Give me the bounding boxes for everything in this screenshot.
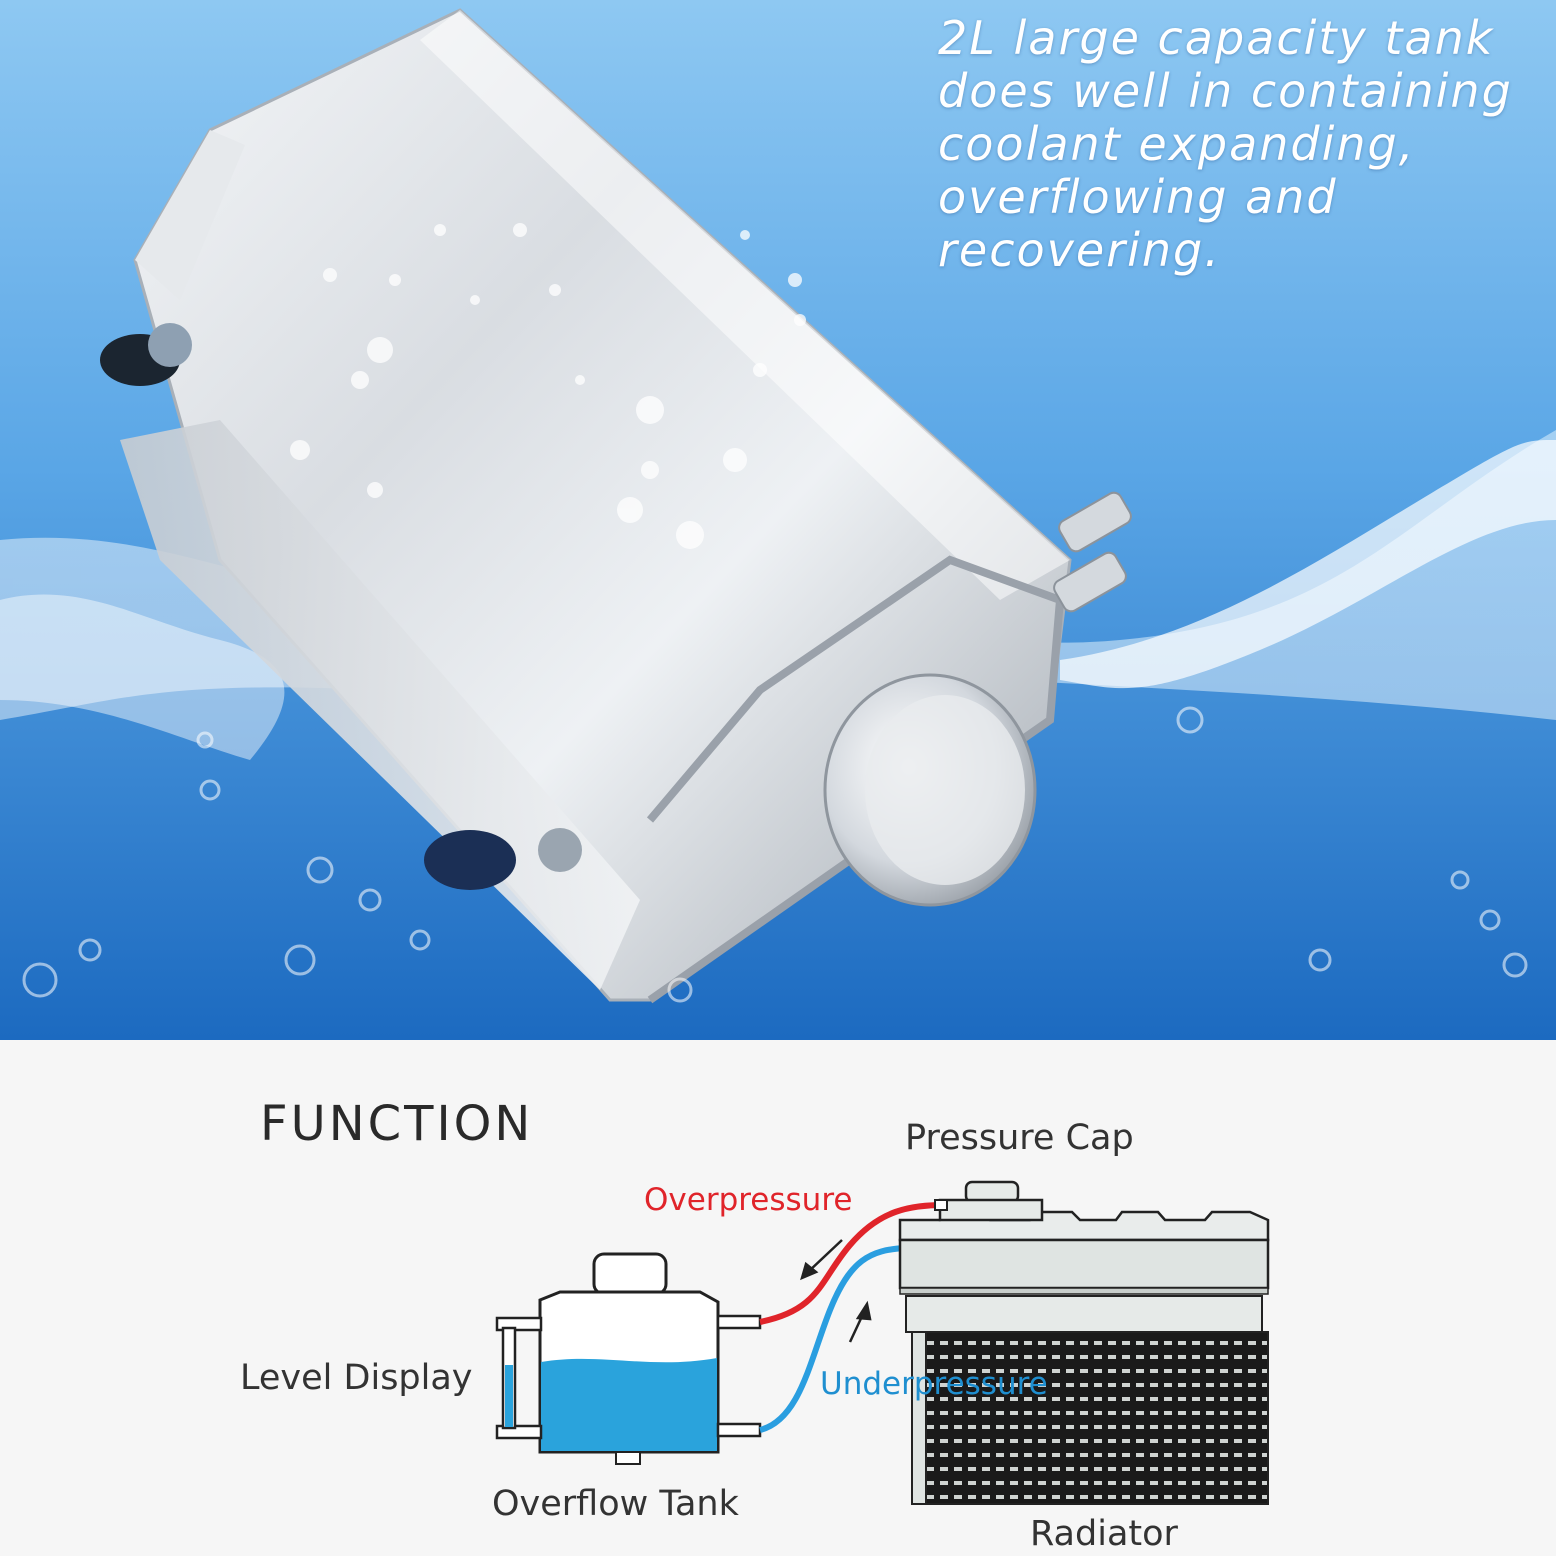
- overpressure-label: Overpressure: [644, 1182, 853, 1218]
- function-illustration: [495, 1180, 1270, 1505]
- pressure-cap-label: Pressure Cap: [905, 1118, 1134, 1158]
- radiator-label: Radiator: [1030, 1514, 1178, 1554]
- underpressure-label: Underpressure: [820, 1366, 1048, 1402]
- hero-caption-line: recovering.: [938, 223, 1221, 277]
- radiator-icon: [898, 1210, 1270, 1505]
- hero-caption: 2L large capacity tank does well in cont…: [938, 12, 1548, 277]
- hero-caption-line: coolant expanding,: [938, 117, 1416, 171]
- overpressure-hose: [759, 1202, 946, 1325]
- level-display-label: Level Display: [240, 1358, 473, 1398]
- hero-caption-line: overflowing and: [938, 170, 1338, 224]
- hero-caption-line: 2L large capacity tank: [938, 11, 1495, 65]
- function-title: FUNCTION: [260, 1096, 534, 1152]
- coolant-tank-image: [100, 8, 1132, 1004]
- product-hero: 2L large capacity tank does well in cont…: [0, 0, 1556, 1040]
- underpressure-hose: [759, 1245, 906, 1433]
- water-droplets: [290, 223, 806, 549]
- hero-scene: [0, 0, 1556, 1040]
- overflow-tank-label: Overflow Tank: [492, 1484, 739, 1524]
- bubbles: [22, 706, 1528, 1003]
- function-diagram: FUNCTION Pressure Cap Overpressure Level…: [0, 1040, 1556, 1556]
- hero-caption-line: does well in containing: [938, 64, 1513, 118]
- overflow-tank-icon: [495, 1252, 762, 1465]
- pressure-cap-icon: [934, 1180, 1044, 1222]
- radiator-core-grid: [926, 1341, 1268, 1499]
- flow-arrows: [800, 1239, 872, 1343]
